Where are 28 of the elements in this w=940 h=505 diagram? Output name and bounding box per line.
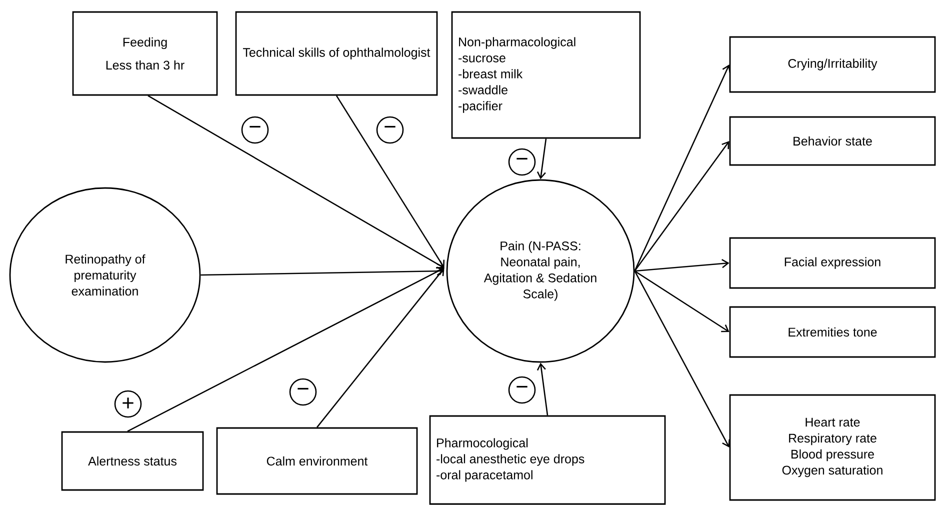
text-box: Facial expression (729, 237, 936, 289)
text-box: Alertness status (61, 431, 204, 491)
arrow (634, 141, 730, 272)
sign-label: − (241, 116, 269, 144)
text-box: Feeding Less than 3 hr (72, 11, 218, 96)
arrow (634, 259, 730, 272)
arrow (536, 362, 548, 416)
arrow (536, 138, 547, 180)
sign-label: − (376, 116, 404, 144)
arrow (200, 266, 444, 276)
text-box: Heart rate Respiratory rate Blood pressure Oxygen saturation (729, 394, 936, 501)
text-box: Crying/Irritability (729, 36, 936, 93)
arrow (148, 95, 444, 268)
sign-label: − (289, 378, 317, 406)
text-box: Behavior state (729, 116, 936, 166)
arrow (634, 270, 730, 332)
arrow (634, 270, 730, 448)
sign-label: − (508, 376, 536, 404)
text-box: Non-pharmacological -sucrose -breast milk -swaddle -pacifier (451, 11, 641, 139)
arrow (316, 268, 444, 428)
text-box: Extremities tone (729, 306, 936, 358)
arrow (634, 64, 731, 272)
arrow (336, 95, 445, 268)
sign-label: + (114, 390, 142, 418)
text-box: Calm environment (216, 427, 418, 495)
text-box: Technical skills of ophthalmologist (235, 11, 438, 96)
sign-label: − (508, 148, 536, 176)
text-box: Pharmocological -local anesthetic eye drops -oral paracetamol (429, 415, 666, 505)
